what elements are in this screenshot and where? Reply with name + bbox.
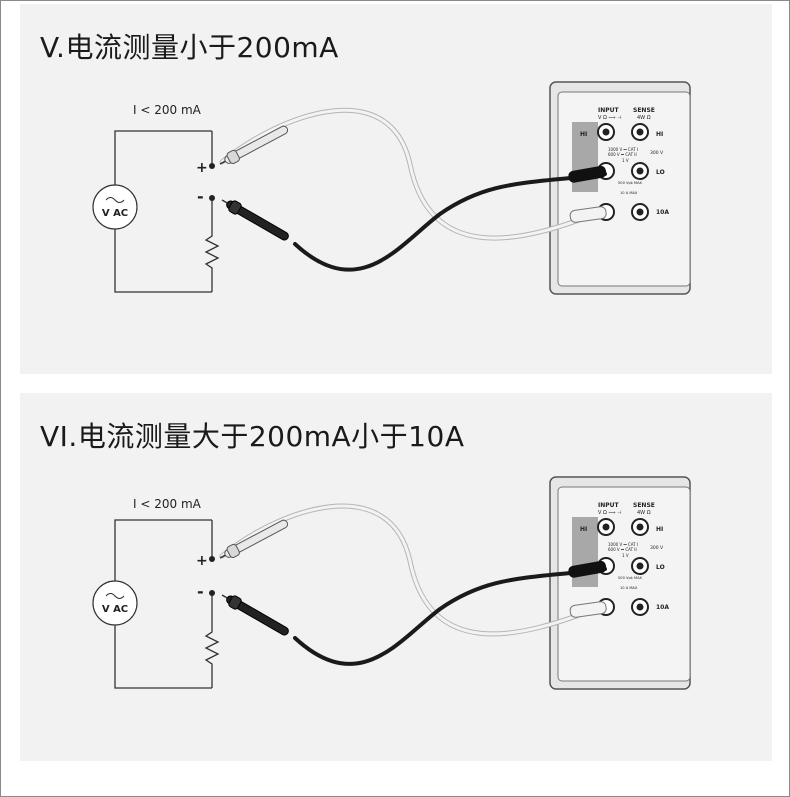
ten-a-label: 10A (656, 209, 669, 216)
sense-label: SENSE (633, 502, 655, 509)
black-lead (293, 567, 607, 666)
max10a-label: 10 A MAX (620, 586, 638, 590)
source-label: V AC (102, 604, 128, 615)
cat1-label: 1000 V ⎓ CAT I (608, 147, 638, 152)
sense-lo-label: LO (656, 169, 665, 176)
minus-label: - (197, 187, 204, 206)
red-lead (220, 504, 602, 636)
white-probe (219, 125, 289, 165)
sine-icon (105, 592, 125, 600)
max500-label: 500 Vpk MAX (618, 181, 643, 185)
black-probe (221, 199, 289, 241)
ac-source (92, 184, 138, 230)
wiring-diagram: + - I < 200 mA V AC INPUT V Ω ⟹ ⊣ SENSE … (92, 81, 691, 295)
red-lead (220, 108, 602, 240)
white-probe (219, 519, 289, 559)
input-label: INPUT (598, 502, 620, 509)
white-plug (569, 601, 607, 618)
wiring-diagram: + - I < 200 mA V AC INPUT V Ω ⟹ ⊣ SENSE … (92, 476, 691, 690)
black-probe (221, 594, 289, 636)
cat2-label: 600 V ⎓ CAT II (608, 547, 637, 552)
multimeter-panel: INPUT V Ω ⟹ ⊣ SENSE 4W Ω HI LO mA HI LO … (549, 476, 691, 690)
ac-source (92, 580, 138, 626)
sense-hi-label: HI (656, 526, 663, 533)
current-label: I < 200 mA (133, 497, 202, 511)
sense-label: SENSE (633, 107, 655, 114)
test-leads (219, 107, 607, 272)
panel-current-under-200ma: + - I < 200 mA V AC INPUT V Ω ⟹ ⊣ SENSE … (20, 4, 772, 374)
multimeter-panel: INPUT V Ω ⟹ ⊣ SENSE 4W Ω HI LO mA HI LO … (549, 81, 691, 295)
cat2-label: 600 V ⎓ CAT II (608, 152, 637, 157)
plus-label: + (196, 553, 208, 569)
sense-hi-label: HI (656, 131, 663, 138)
white-plug (569, 206, 607, 223)
input-hi-label: HI (580, 131, 587, 138)
panel-current-200ma-to-10a: + - I < 200 mA V AC INPUT V Ω ⟹ ⊣ SENSE … (20, 393, 772, 761)
input-label: INPUT (598, 107, 620, 114)
circuit: + - I < 200 mA V AC (92, 103, 220, 293)
test-leads (219, 503, 607, 666)
black-lead (293, 172, 607, 272)
sense-lo-label: LO (656, 564, 665, 571)
input-sub: V Ω ⟹ ⊣ (598, 115, 622, 121)
v1-label: 1 V (622, 553, 629, 558)
max10a-label: 10 A MAX (620, 191, 638, 195)
terminal-minus (209, 195, 215, 201)
terminal-plus (209, 556, 215, 562)
plus-label: + (196, 160, 208, 176)
v300-label: 300 V (650, 150, 664, 156)
sine-icon (105, 196, 125, 204)
terminal-minus (209, 590, 215, 596)
input-sub: V Ω ⟹ ⊣ (598, 510, 622, 516)
v300-label: 300 V (650, 545, 664, 551)
sense-sub: 4W Ω (637, 115, 651, 121)
source-label: V AC (102, 208, 128, 219)
circuit: + - I < 200 mA V AC (92, 497, 220, 689)
resistor (204, 232, 220, 292)
resistor (204, 628, 220, 688)
max500-label: 500 Vpk MAX (618, 576, 643, 580)
minus-label: - (197, 582, 204, 601)
sense-sub: 4W Ω (637, 510, 651, 516)
v1-label: 1 V (622, 158, 629, 163)
panel-title: VI.电流测量大于200mA小于10A (40, 420, 465, 453)
black-plug (568, 560, 607, 578)
current-label: I < 200 mA (133, 103, 202, 117)
panel-title: V.电流测量小于200mA (40, 31, 339, 64)
black-plug (568, 165, 607, 183)
input-hi-label: HI (580, 526, 587, 533)
ten-a-label: 10A (656, 604, 669, 611)
terminal-plus (209, 163, 215, 169)
cat1-label: 1000 V ⎓ CAT I (608, 542, 638, 547)
